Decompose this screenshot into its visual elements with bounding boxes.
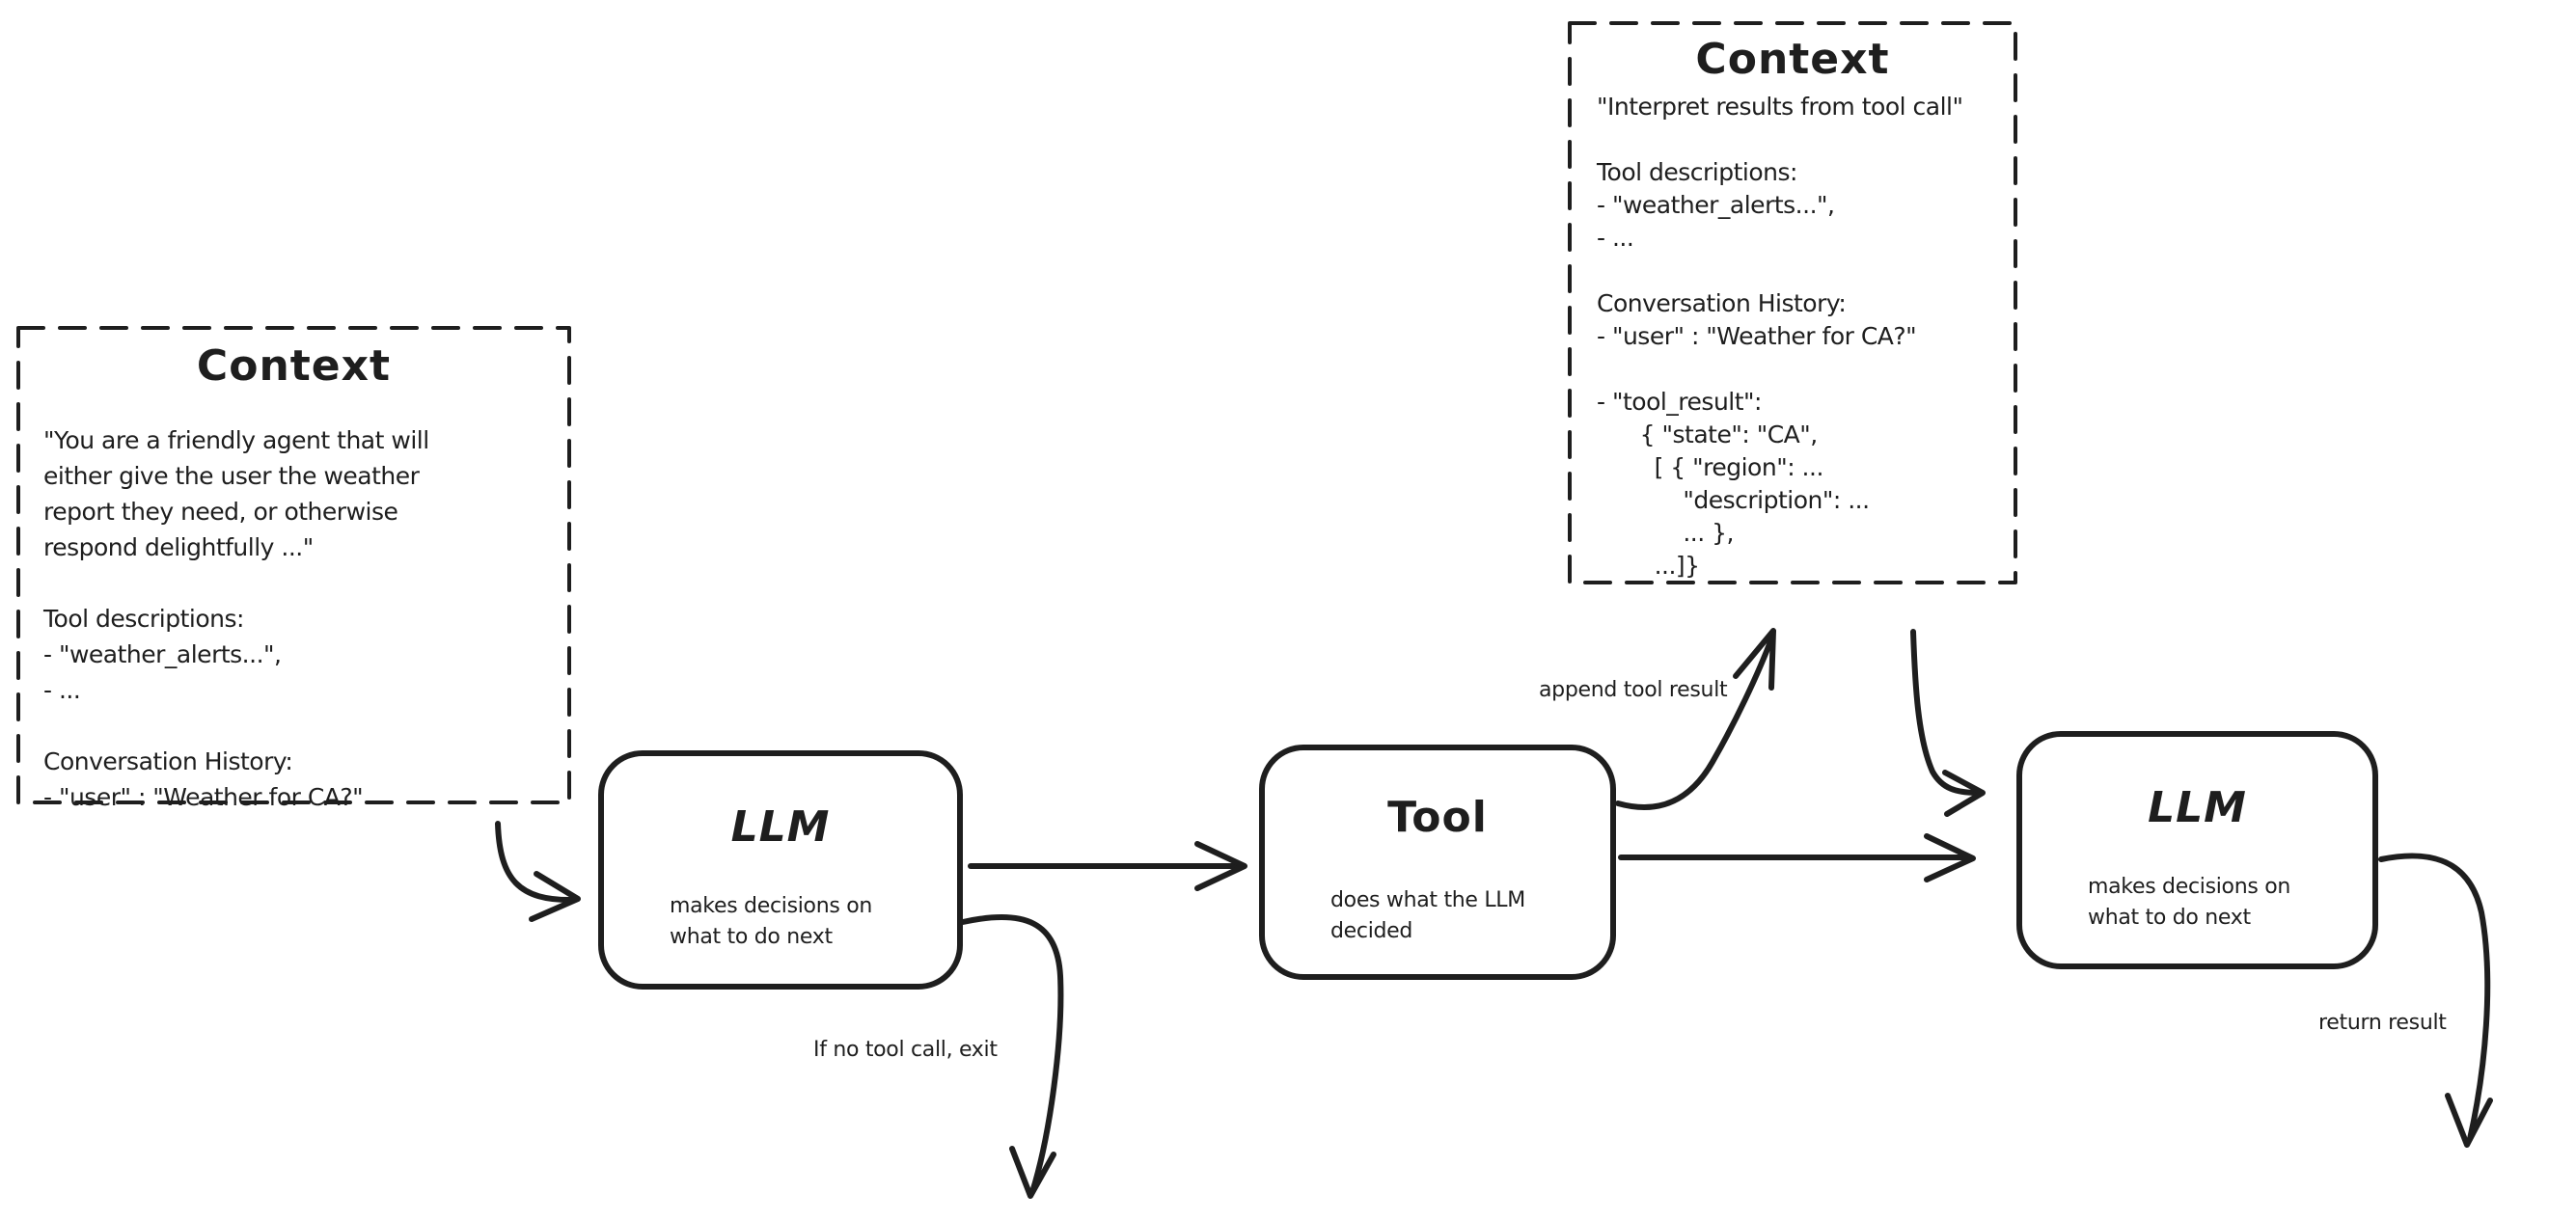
edge-label-return-result: return result — [2318, 1011, 2447, 1035]
node-llm-2-subtitle: makes decisions on what to do next — [2088, 875, 2291, 930]
arrow-llm1-exit — [960, 913, 1064, 1199]
context-box-top: Context "Interpret results from tool cal… — [1568, 21, 2017, 584]
arrow-llm2-return — [2378, 853, 2493, 1148]
context-left-body: "You are a friendly agent that will eith… — [43, 426, 429, 811]
context-top-title: Context — [1695, 35, 1890, 84]
arrow-context-to-llm1 — [495, 821, 581, 922]
arrow-context-to-llm2 — [1910, 629, 1986, 817]
context-box-left-border — [16, 326, 571, 804]
node-llm-1: LLM makes decisions on what to do next — [598, 750, 963, 990]
node-tool: Tool does what the LLM decided — [1259, 745, 1616, 980]
node-llm-2: LLM makes decisions on what to do next — [2016, 731, 2378, 969]
arrow-tool-to-context — [1615, 628, 1776, 810]
edge-label-append-tool-result: append tool result — [1539, 678, 1728, 702]
context-box-left: Context "You are a friendly agent that w… — [16, 326, 571, 811]
node-tool-subtitle: does what the LLM decided — [1330, 888, 1525, 943]
context-box-top-border — [1568, 21, 2017, 584]
context-left-title: Context — [196, 341, 392, 391]
node-llm-1-title: LLM — [730, 802, 831, 852]
node-llm-1-subtitle: makes decisions on what to do next — [670, 894, 873, 949]
arrow-tool-to-llm2 — [1618, 833, 1976, 882]
arrow-llm1-to-tool — [968, 841, 1247, 891]
edge-label-if-no-tool-call-exit: If no tool call, exit — [813, 1038, 998, 1062]
node-llm-2-title: LLM — [2148, 783, 2247, 832]
node-tool-title: Tool — [1387, 793, 1488, 842]
context-top-body: "Interpret results from tool call" Tool … — [1597, 93, 1963, 580]
